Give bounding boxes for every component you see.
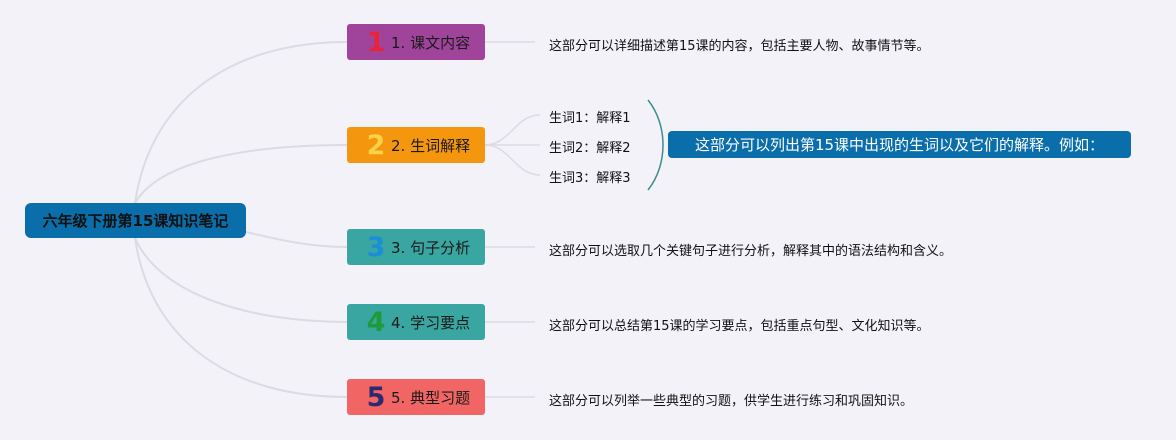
detail-4[interactable]: 这部分可以总结第15课的学习要点，包括重点句型、文化知识等。 [549,319,930,334]
root-link-5 [134,237,348,398]
vocab-link-1 [484,114,541,146]
branch-label: 4. 学习要点 [391,313,471,332]
vocab-item-2[interactable]: 生词2：解释2 [549,141,631,156]
number-5-icon: 5 [366,381,386,413]
root-link-2 [134,144,348,204]
branch-label: 1. 课文内容 [391,33,471,52]
branch-3[interactable]: 3 3. 句子分析 [347,229,485,265]
summary-bracket [647,99,664,191]
branch-4[interactable]: 4 4. 学习要点 [347,304,485,340]
number-2-icon: 2 [366,129,386,161]
vocab-summary[interactable]: 这部分可以列出第15课中出现的生词以及它们的解释。例如： [668,131,1131,158]
number-1-icon: 1 [366,26,386,58]
branch-5[interactable]: 5 5. 典型习题 [347,379,485,415]
detail-1[interactable]: 这部分可以详细描述第15课的内容，包括主要人物、故事情节等。 [549,39,930,54]
branch-2[interactable]: 2 2. 生词解释 [347,127,485,163]
vocab-item-3[interactable]: 生词3：解释3 [549,171,631,186]
vocab-link-3 [484,144,541,176]
root-topic[interactable]: 六年级下册第15课知识笔记 [25,203,246,238]
root-link-3 [245,231,348,248]
branch-label: 2. 生词解释 [391,136,471,155]
branch-label: 3. 句子分析 [391,238,471,257]
vocab-item-1[interactable]: 生词1：解释1 [549,111,631,126]
number-4-icon: 4 [366,306,386,338]
detail-5[interactable]: 这部分可以列举一些典型的习题，供学生进行练习和巩固知识。 [549,394,914,409]
root-link-1 [134,41,348,204]
detail-3[interactable]: 这部分可以选取几个关键句子进行分析，解释其中的语法结构和含义。 [549,244,953,259]
branch-label: 5. 典型习题 [391,388,471,407]
root-link-4 [134,237,348,323]
number-3-icon: 3 [366,231,386,263]
branch-1[interactable]: 1 1. 课文内容 [347,24,485,60]
